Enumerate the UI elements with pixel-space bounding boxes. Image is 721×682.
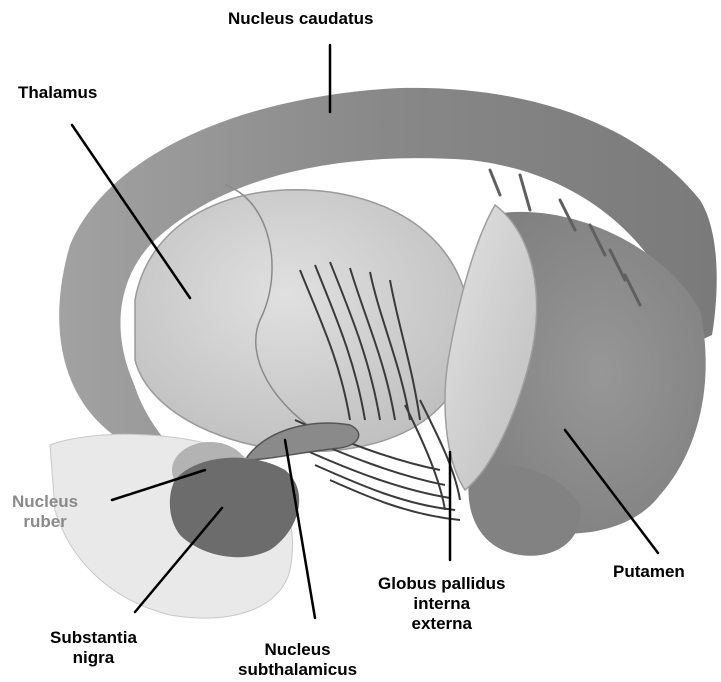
label-globus-pallidus: Globus pallidus interna externa (378, 574, 506, 634)
label-nucleus-subthalamicus: Nucleus subthalamicus (238, 640, 357, 680)
label-putamen: Putamen (613, 562, 685, 582)
label-substantia-nigra: Substantia nigra (50, 628, 137, 668)
label-thalamus: Thalamus (18, 83, 97, 103)
label-nucleus-caudatus: Nucleus caudatus (228, 9, 374, 29)
label-nucleus-ruber: Nucleus ruber (12, 492, 78, 532)
